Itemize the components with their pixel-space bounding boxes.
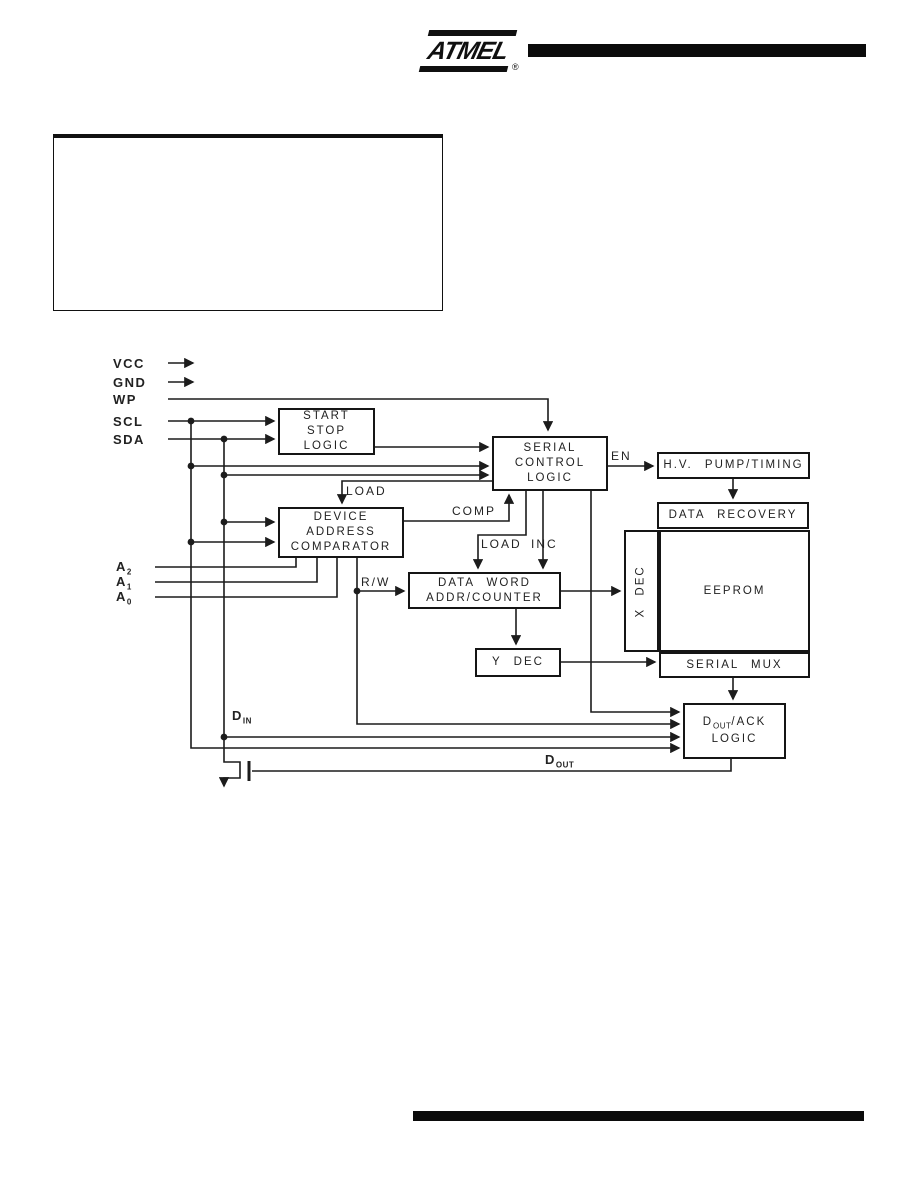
- label-vcc: VCC: [113, 356, 145, 371]
- block-data-word-addr-counter: DATA WORD ADDR/COUNTER: [408, 572, 561, 609]
- wire-load-to-comparator: [336, 480, 492, 505]
- block-serial-mux: SERIAL MUX: [659, 652, 810, 678]
- block-device-address-comparator: DEVICE ADDRESS COMPARATOR: [278, 507, 404, 558]
- label-scl: SCL: [113, 414, 144, 429]
- wire-wp: [168, 398, 554, 432]
- wires: [155, 357, 739, 788]
- wire-comp: [403, 493, 515, 522]
- registered-mark: ®: [512, 62, 519, 72]
- block-y-dec: Y DEC: [475, 648, 561, 677]
- label-gnd: GND: [113, 375, 147, 390]
- wire-a1: [155, 558, 318, 583]
- block-dout-ack-logic: DOUT/ACK LOGIC: [683, 703, 786, 759]
- label-load-counter: LOAD: [481, 537, 522, 551]
- wire-a2: [155, 558, 297, 568]
- wire-dout: [252, 759, 732, 772]
- label-load-device: LOAD: [346, 484, 387, 498]
- label-rw: R/W: [361, 575, 391, 589]
- label-en: EN: [611, 449, 632, 463]
- footer-rule: [413, 1111, 864, 1121]
- block-start-stop-logic: START STOP LOGIC: [278, 408, 375, 455]
- block-serial-control-logic: SERIAL CONTROL LOGIC: [492, 436, 608, 491]
- wire-load-to-counter: [472, 491, 527, 570]
- label-inc: INC: [531, 537, 558, 551]
- label-a2: A2: [116, 559, 132, 577]
- wire-rw-to-doutack: [356, 557, 681, 730]
- label-wp: WP: [113, 392, 137, 407]
- label-dout: DOUT: [545, 752, 575, 770]
- label-comp: COMP: [452, 504, 496, 518]
- block-x-dec: X DEC: [624, 530, 659, 652]
- label-sda: SDA: [113, 432, 145, 447]
- block-data-recovery: DATA RECOVERY: [657, 502, 809, 529]
- wire-a0: [155, 558, 338, 598]
- label-a0: A0: [116, 589, 132, 607]
- wire-sda-vertical-output-transistor: [218, 439, 241, 788]
- block-eeprom: EEPROM: [659, 530, 810, 652]
- header-rule: [528, 44, 866, 57]
- wire-serialcontrol-to-doutack: [590, 491, 681, 718]
- junction-dots: [187, 417, 361, 741]
- figure-frame: [53, 134, 443, 311]
- label-a1: A1: [116, 574, 132, 592]
- label-din: DIN: [232, 708, 252, 726]
- wire-scl-vertical: [190, 421, 681, 754]
- block-hv-pump-timing: H.V. PUMP/TIMING: [657, 452, 810, 479]
